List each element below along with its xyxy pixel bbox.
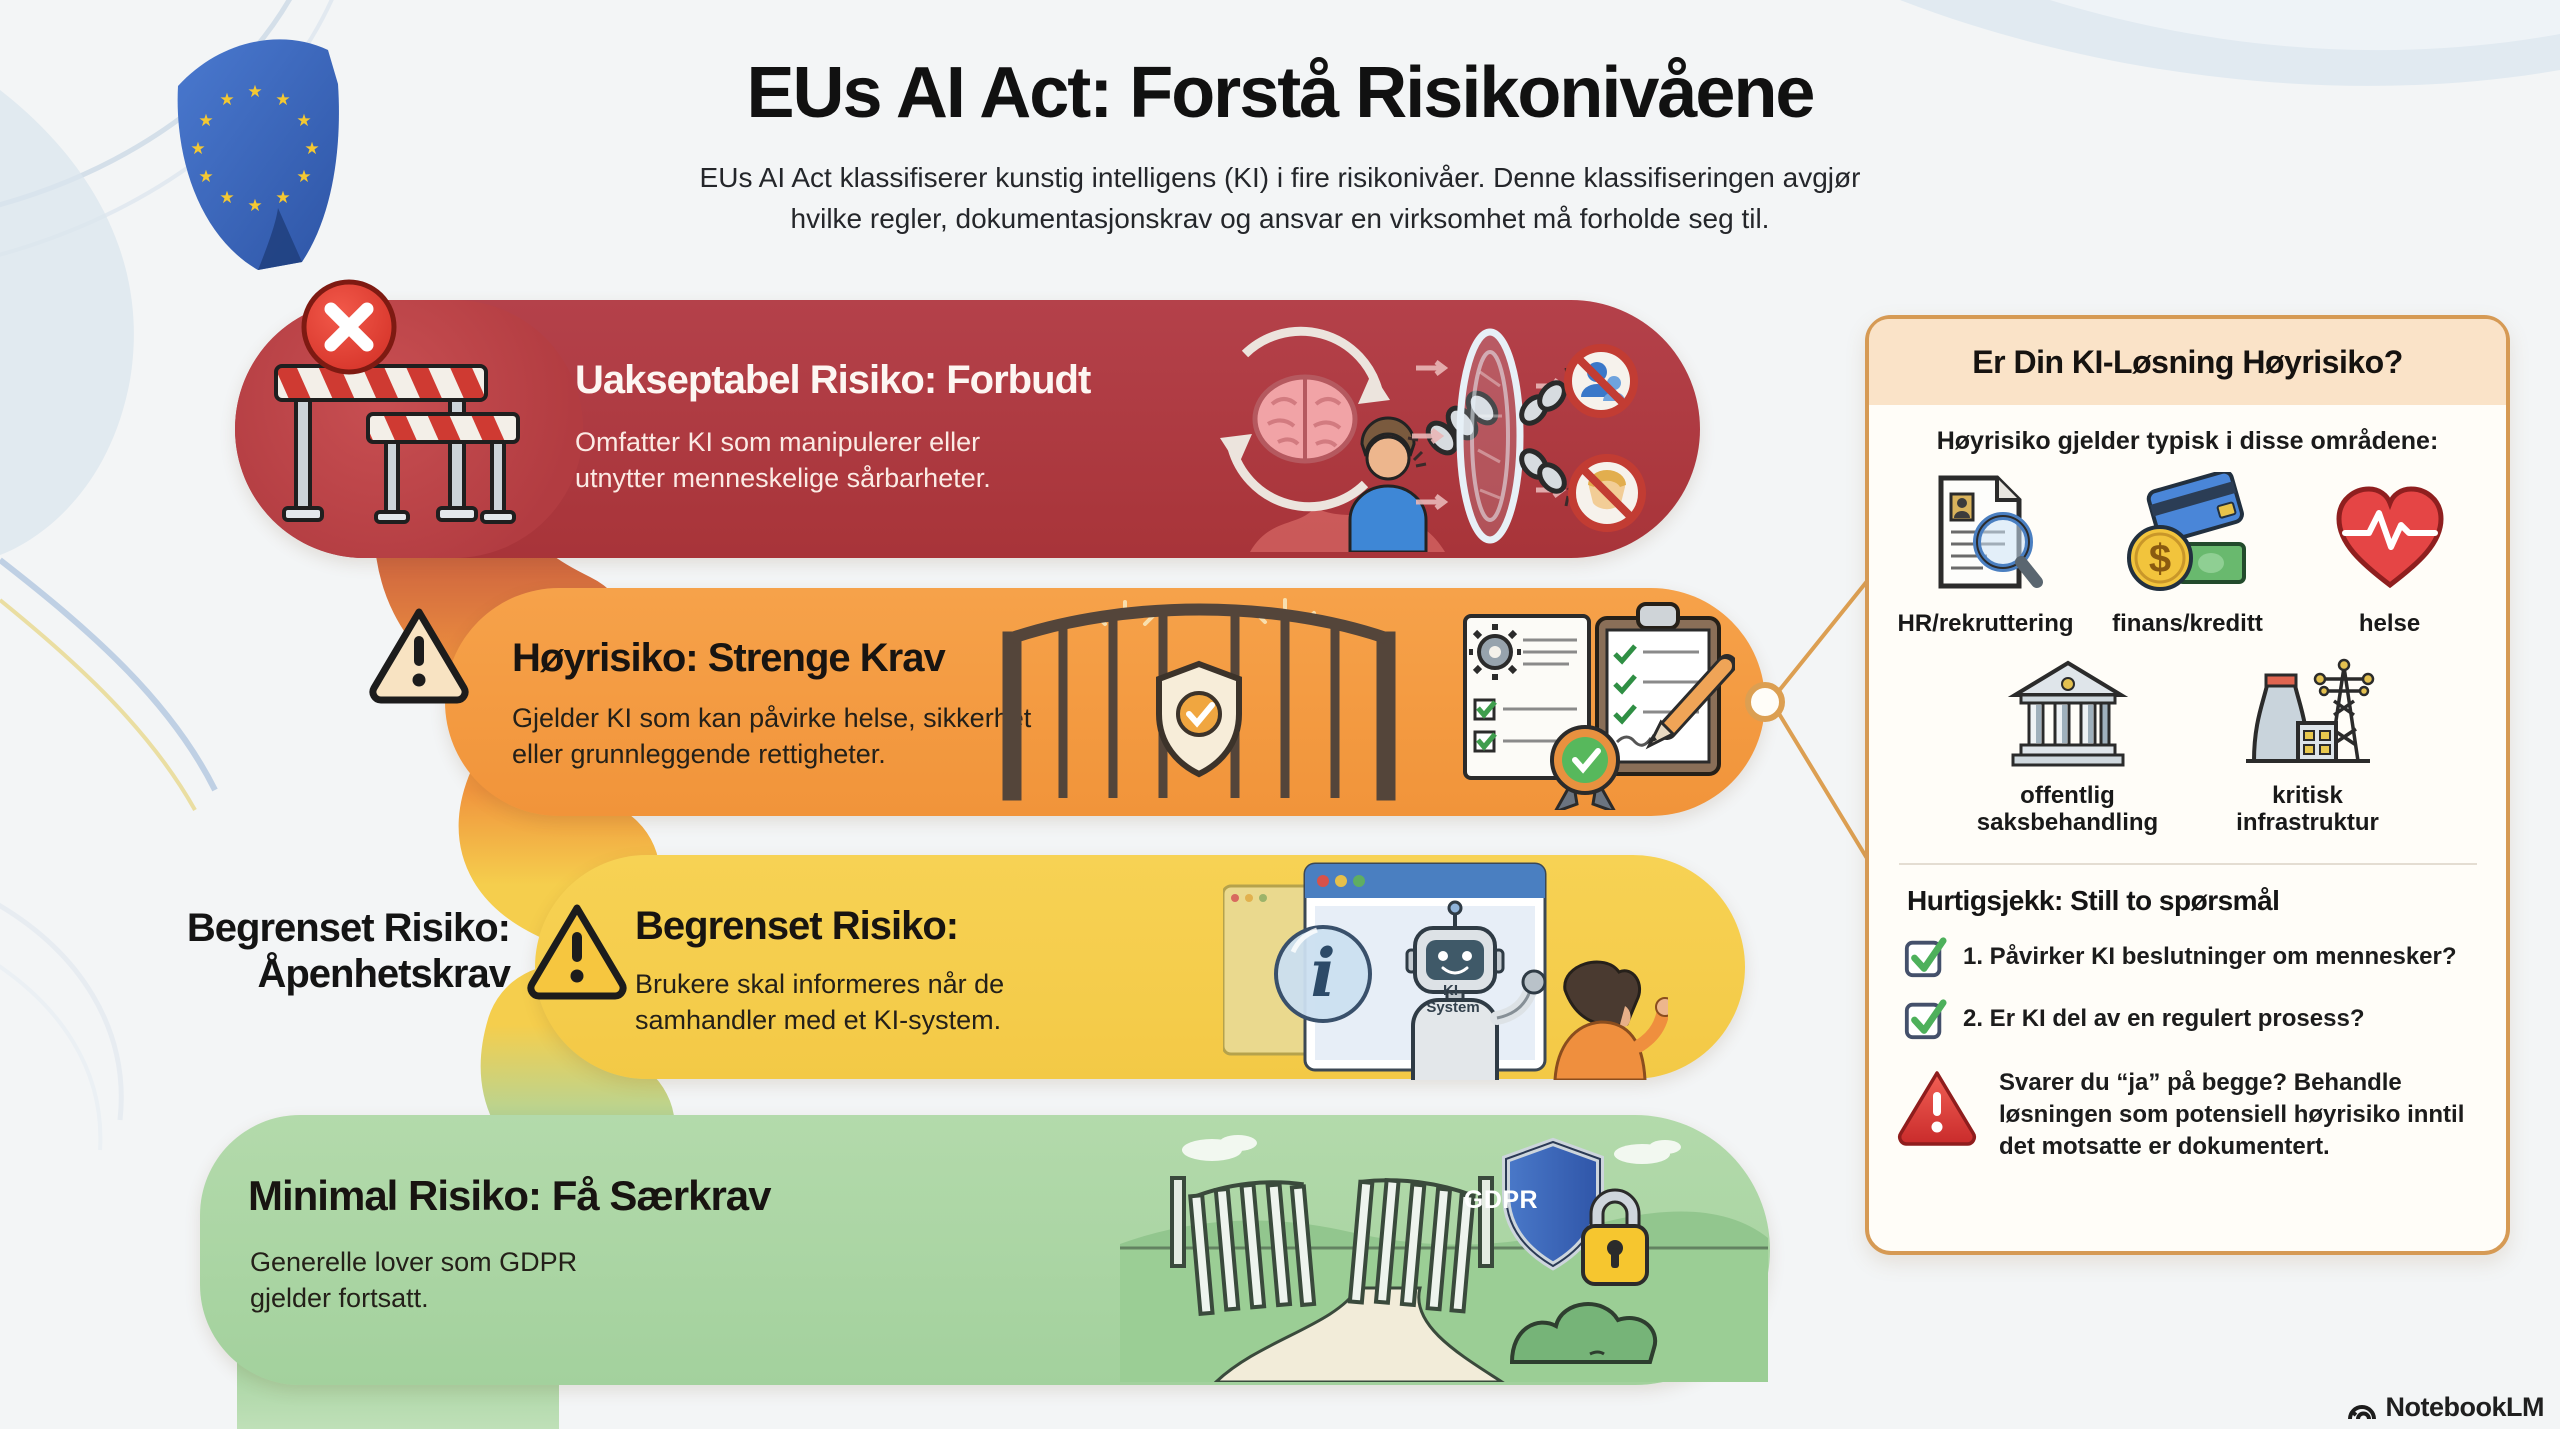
- band-unacceptable-title: Uakseptabel Risiko: Forbudt: [575, 358, 1091, 402]
- callout-connector: [1745, 578, 1870, 862]
- panel-divider: [1898, 862, 2477, 865]
- cv-magnifier-icon: [1938, 475, 2043, 589]
- svg-text:★: ★: [275, 188, 290, 208]
- band-unacceptable-body: Omfatter KI som manipulerer eller utnytt…: [575, 427, 991, 494]
- brand-watermark: NotebookLM: [2346, 1392, 2545, 1423]
- eu-flag-ribbon: ★ ★ ★ ★ ★ ★ ★ ★ ★ ★ ★ ★: [177, 39, 339, 270]
- roadblock-icon: [274, 364, 520, 524]
- checkbox-checked-icon: [1904, 937, 1947, 977]
- quickcheck-heading: Hurtigsjekk: Still to spørsmål: [1907, 884, 2280, 916]
- warning-triangle-high-risk-icon: [369, 608, 469, 704]
- band-minimal-body: Generelle lover som GDPR gjelder fortsat…: [250, 1247, 578, 1314]
- svg-text:★: ★: [304, 139, 319, 159]
- robot-disclosure-illustration: i: [1223, 862, 1668, 1080]
- no-face-recognition-icon: [1568, 454, 1646, 532]
- svg-text:★: ★: [190, 139, 205, 159]
- panel-header: Er Din KI-Løsning Høyrisiko?: [1869, 319, 2506, 405]
- open-landscape-illustration: [1120, 1135, 1768, 1382]
- area-finance: $ finans/kreditt: [2087, 472, 2289, 638]
- checkbox-checked-icon: [1904, 999, 1947, 1039]
- brand-watermark-text: NotebookLM: [2385, 1392, 2545, 1422]
- area-public: offentlig saksbehandling: [1948, 654, 2188, 837]
- band-high-title: Høyrisiko: Strenge Krav: [512, 636, 946, 680]
- panel-warning: Svarer du “ja” på begge? Behandle løsnin…: [1895, 1067, 2472, 1163]
- svg-text:★: ★: [198, 111, 213, 131]
- svg-text:★: ★: [247, 82, 262, 102]
- band-high-body: Gjelder KI som kan påvirke helse, sikker…: [512, 703, 1032, 770]
- bank-building-icon: [2007, 660, 2128, 767]
- panel-areas-row-1: HR/rekruttering $ finans/kreditt: [1869, 472, 2506, 638]
- quickcheck-question-2-text: 2. Er KI del av en regulert prosess?: [1963, 1004, 2365, 1032]
- svg-text:i: i: [1310, 934, 1335, 1012]
- high-risk-checklist-panel: Er Din KI-Løsning Høyrisiko? Høyrisiko g…: [1865, 315, 2510, 1255]
- area-infrastructure-label: kritisk infrastruktur: [2236, 781, 2379, 837]
- band-limited-title: Begrenset Risiko:: [635, 904, 959, 948]
- manipulation-scene-illustration: [1220, 326, 1646, 552]
- area-finance-label: finans/kreditt: [2112, 610, 2263, 637]
- gdpr-shield-label: GDPR: [1463, 1186, 1539, 1214]
- svg-text:★: ★: [198, 167, 213, 187]
- card-coin-cash-icon: $: [2126, 472, 2246, 591]
- quickcheck-question-1: 1. Påvirker KI beslutninger om mennesker…: [1903, 935, 2506, 979]
- notebooklm-logo-icon: [2347, 1404, 2376, 1419]
- robot-chest-label: KI- System: [1426, 982, 1480, 1016]
- area-hr-label: HR/rekruttering: [1897, 610, 2074, 637]
- svg-text:★: ★: [219, 188, 234, 208]
- forbidden-x-icon: [301, 279, 397, 375]
- band-limited-body: Brukere skal informeres når de samhandle…: [635, 969, 1005, 1036]
- svg-text:★: ★: [247, 196, 262, 216]
- band-limited-side-label: Begrenset Risiko: Åpenhetskrav: [186, 906, 511, 996]
- page-title: EUs AI Act: Forstå Risikonivåene: [746, 53, 1816, 133]
- panel-warning-text: Svarer du “ja” på begge? Behandle løsnin…: [1999, 1068, 2465, 1161]
- quickcheck-question-1-text: 1. Påvirker KI beslutninger om mennesker…: [1963, 942, 2457, 970]
- area-public-label: offentlig saksbehandling: [1976, 781, 2159, 837]
- area-infrastructure: kritisk infrastruktur: [2188, 654, 2428, 837]
- quickcheck-question-2: 2. Er KI del av en regulert prosess?: [1903, 997, 2506, 1041]
- no-profiling-icon: [1564, 344, 1638, 418]
- panel-title: Er Din KI-Løsning Høyrisiko?: [1972, 343, 2403, 380]
- band-minimal-title: Minimal Risiko: Få Særkrav: [248, 1172, 772, 1219]
- page-subtitle: EUs AI Act klassifiserer kunstig intelli…: [699, 162, 1861, 234]
- svg-text:$: $: [2148, 537, 2170, 581]
- area-health: helse: [2289, 472, 2491, 638]
- gate-and-compliance-illustration: [1002, 598, 1735, 810]
- panel-areas-heading: Høyrisiko gjelder typisk i disse områden…: [1936, 427, 2439, 455]
- svg-text:★: ★: [219, 90, 234, 110]
- heart-pulse-icon: [2335, 486, 2444, 589]
- warning-triangle-limited-risk-icon: [527, 904, 627, 1000]
- svg-text:★: ★: [296, 111, 311, 131]
- power-plant-icon: [2245, 658, 2374, 763]
- area-health-label: helse: [2358, 610, 2421, 637]
- svg-text:★: ★: [296, 167, 311, 187]
- area-hr: HR/rekruttering: [1885, 472, 2087, 638]
- svg-text:★: ★: [275, 90, 290, 110]
- panel-areas-row-2: offentlig saksbehandling: [1869, 654, 2506, 837]
- alert-triangle-icon: [1898, 1071, 1976, 1146]
